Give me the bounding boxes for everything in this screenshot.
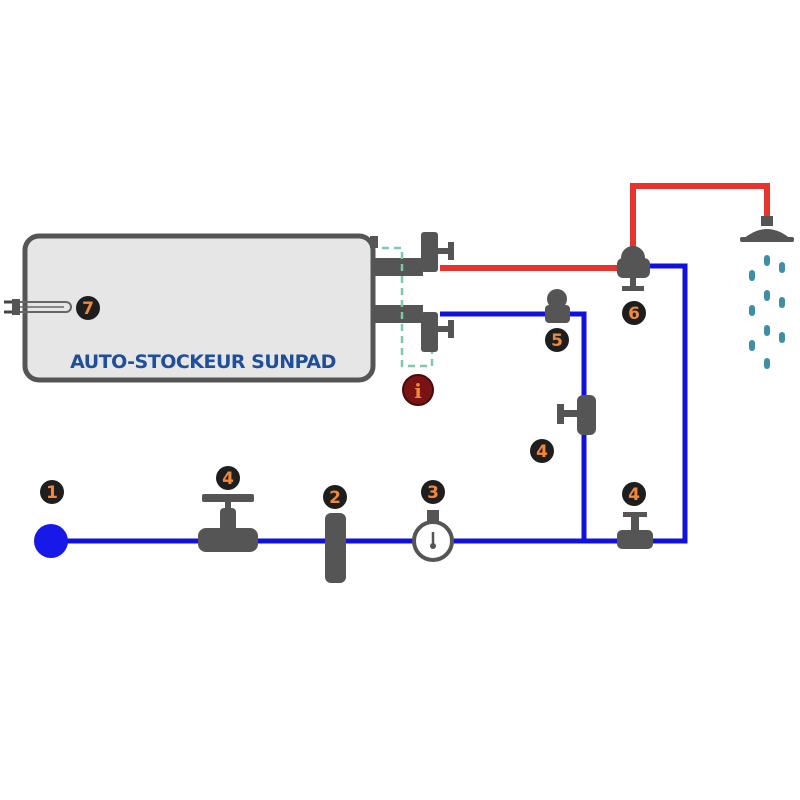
- bypass-dashed-line: [382, 246, 434, 368]
- mixing-valve[interactable]: [617, 246, 650, 291]
- water-drop: [779, 332, 785, 343]
- cold-water-pipes: [65, 263, 688, 544]
- water-drop: [764, 325, 770, 336]
- svg-text:6: 6: [628, 304, 640, 324]
- info-icon: i: [414, 379, 422, 403]
- water-filter: [325, 513, 346, 583]
- water-drop: [764, 358, 770, 369]
- svg-text:7: 7: [82, 299, 94, 319]
- return-valve[interactable]: [617, 512, 653, 549]
- badge-return-valve: 4: [622, 482, 646, 506]
- badge-mixing-valve: 6: [622, 301, 646, 325]
- pressure-gauge: [412, 510, 454, 562]
- svg-text:4: 4: [536, 442, 548, 462]
- shower-head-icon: [740, 216, 794, 242]
- badge-check-valve: 5: [545, 328, 569, 352]
- water-drop: [749, 270, 755, 281]
- water-drop: [749, 305, 755, 316]
- water-drop: [764, 255, 770, 266]
- water-drops: [749, 255, 785, 369]
- info-badge[interactable]: i: [402, 374, 434, 406]
- water-drop: [779, 297, 785, 308]
- tank-label: AUTO-STOCKEUR SUNPAD: [70, 351, 336, 373]
- hot-water-pipes: [440, 183, 770, 271]
- tank-cold-valve[interactable]: [421, 312, 454, 352]
- tank-hot-valve[interactable]: [421, 232, 454, 272]
- badge-inlet: 1: [40, 480, 64, 504]
- heating-element-icon: [4, 299, 72, 315]
- svg-text:2: 2: [329, 488, 341, 508]
- badge-pressure-gauge: 3: [421, 480, 445, 504]
- svg-text:5: 5: [551, 331, 563, 351]
- svg-text:4: 4: [222, 469, 234, 489]
- badge-heater: 7: [76, 296, 100, 320]
- svg-text:4: 4: [628, 485, 640, 505]
- svg-text:1: 1: [46, 483, 58, 503]
- check-valve[interactable]: [545, 289, 570, 323]
- badge-main-valve: 4: [216, 466, 240, 490]
- badge-filter: 2: [323, 485, 347, 509]
- tank-outlet-stubs: [370, 236, 423, 323]
- badge-bypass-valve: 4: [530, 439, 554, 463]
- bypass-valve[interactable]: [557, 395, 596, 435]
- water-drop: [749, 340, 755, 351]
- main-gate-valve[interactable]: [198, 494, 258, 552]
- water-drop: [779, 262, 785, 273]
- water-drop: [764, 290, 770, 301]
- water-inlet: [34, 524, 68, 558]
- svg-text:3: 3: [427, 483, 439, 503]
